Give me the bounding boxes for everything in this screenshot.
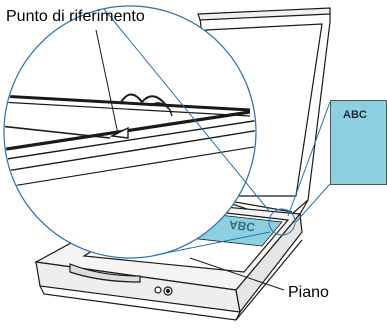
document-card-connectors <box>287 101 331 223</box>
reference-point-marker <box>268 208 296 236</box>
document-mirrored-text: ABC <box>228 218 256 235</box>
document-card-text: ABC <box>343 109 367 121</box>
glass-leader-line <box>189 257 285 291</box>
power-button <box>154 286 162 294</box>
glass-label: Piano <box>288 284 329 301</box>
reference-leader-line <box>95 29 119 135</box>
document-card: ABC <box>330 100 387 185</box>
reference-point-label: Punto di riferimento <box>6 8 145 25</box>
magnified-detail <box>3 5 257 259</box>
magnifier-connectors <box>103 8 271 256</box>
